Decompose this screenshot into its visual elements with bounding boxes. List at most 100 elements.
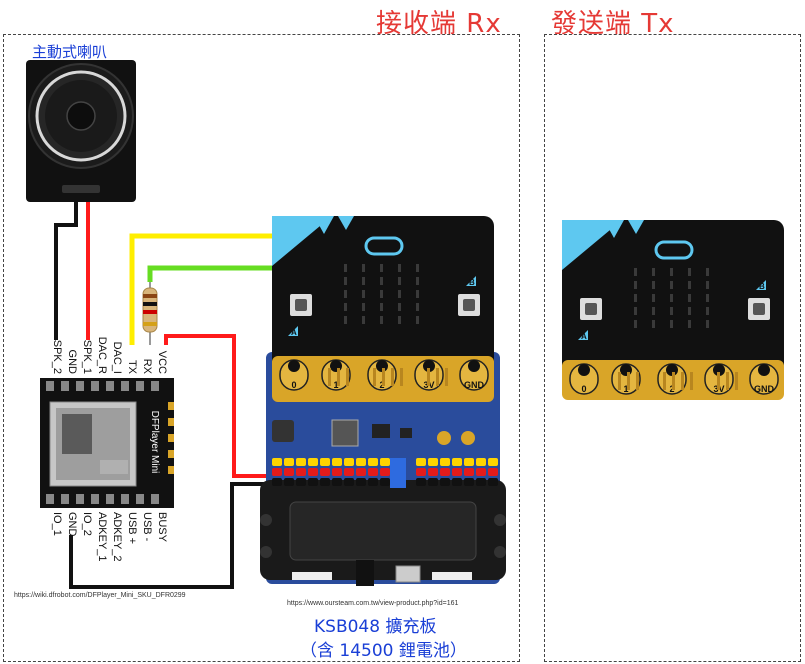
led: [380, 303, 383, 311]
led: [344, 290, 347, 298]
dfplayer-bottom-pin-label: IO_2: [81, 512, 93, 536]
edge-tooth: [346, 368, 349, 386]
header-pin: [356, 458, 366, 466]
header-pin: [344, 458, 354, 466]
dfplayer-top-pin-label: TX: [126, 360, 138, 375]
dfplayer-bottom-pin-label: ADKEY_1: [96, 512, 108, 562]
dfplayer-top-pin-label: DAC_R: [96, 337, 108, 374]
dfplayer-top-pin-label: VCC: [156, 351, 168, 374]
led: [362, 277, 365, 285]
led: [362, 316, 365, 324]
microbit-pin-label: GND: [754, 384, 775, 394]
led: [380, 277, 383, 285]
led: [416, 264, 419, 272]
header-pin: [380, 458, 390, 466]
microbit-pad-hole: [713, 364, 725, 376]
header-pin: [332, 458, 342, 466]
microbit-pad-hole: [620, 364, 632, 376]
led: [688, 307, 691, 315]
header-pin: [452, 458, 462, 466]
led: [362, 264, 365, 272]
button-label-marker: [578, 330, 588, 340]
led: [344, 303, 347, 311]
header-pin: [380, 478, 390, 486]
header-pin: [428, 458, 438, 466]
led: [706, 294, 709, 302]
microbit-accent: [272, 216, 332, 266]
header-pin: [272, 458, 282, 466]
header-pin: [416, 458, 426, 466]
microbit-pin-label: 1: [333, 380, 338, 390]
led: [688, 294, 691, 302]
dfplayer-bottom-pin-label: IO_1: [51, 512, 63, 536]
header-pin: [488, 458, 498, 466]
microbit-pad-hole: [468, 360, 480, 372]
header-pin: [464, 458, 474, 466]
led: [416, 277, 419, 285]
header-pin: [476, 478, 486, 486]
speaker-label: 主動式喇叭: [32, 43, 108, 61]
led: [380, 264, 383, 272]
header-pin: [452, 468, 462, 476]
speaker-black-wire: [54, 202, 78, 340]
receiver-box: [3, 34, 520, 662]
header-pin: [296, 458, 306, 466]
header-pin: [308, 468, 318, 476]
header-pin: [356, 478, 366, 486]
led: [706, 320, 709, 328]
header-pin: [284, 478, 294, 486]
board-url: https://www.oursteam.com.tw/view-product…: [287, 600, 459, 607]
tx-microbit: AB0123VGND: [562, 220, 784, 400]
vcc-red-wire: [164, 334, 290, 478]
header-pin: [416, 478, 426, 486]
rx-microbit: AB0123VGND: [272, 216, 494, 402]
header-pin: [488, 478, 498, 486]
led: [416, 290, 419, 298]
edge-tooth: [328, 368, 331, 386]
microbit-button-cap: [585, 303, 597, 315]
header-pin: [440, 468, 450, 476]
header-pin: [356, 468, 366, 476]
dfplayer-bottom-pin-label: USB +: [126, 512, 138, 544]
edge-tooth: [373, 368, 376, 386]
dfplayer-top-pin-label: RX: [141, 359, 153, 375]
led: [634, 294, 637, 302]
header-pin: [272, 468, 282, 476]
yellow-wire: [129, 233, 276, 345]
microbit-pad-hole: [288, 360, 300, 372]
microbit-pad-hole: [423, 360, 435, 372]
dfplayer-top-pin-label: GND: [66, 350, 78, 375]
header-pin: [488, 468, 498, 476]
led: [398, 316, 401, 324]
header-pin: [368, 468, 378, 476]
led: [398, 264, 401, 272]
led: [362, 290, 365, 298]
dfplayer-name: DFPlayer Mini: [149, 411, 160, 474]
button-label-marker: [288, 326, 298, 336]
led: [416, 316, 419, 324]
dfplayer-bottom-pin-label: GND: [66, 512, 78, 537]
led: [362, 303, 365, 311]
board-caption-line1: KSB048 擴充板: [314, 617, 437, 637]
dfplayer-url: https://wiki.dfrobot.com/DFPlayer_Mini_S…: [14, 592, 186, 599]
edge-tooth: [445, 368, 448, 386]
button-label: A: [581, 332, 587, 341]
header-pin: [296, 468, 306, 476]
led: [380, 316, 383, 324]
edge-tooth: [726, 372, 729, 390]
led: [670, 268, 673, 276]
microbit-accent: [562, 220, 622, 270]
dfplayer-bottom-pin-label: BUSY: [156, 512, 168, 543]
header-pin: [428, 468, 438, 476]
sender-box: [544, 34, 801, 662]
header-pin: [380, 468, 390, 476]
header-pin: [308, 458, 318, 466]
microbit-pad-hole: [758, 364, 770, 376]
header-pin: [368, 458, 378, 466]
button-label-marker: [466, 276, 476, 286]
edge-tooth: [672, 372, 675, 390]
microbit-button-cap: [463, 299, 475, 311]
edge-tooth: [681, 372, 684, 390]
led: [670, 294, 673, 302]
edge-tooth: [400, 368, 403, 386]
